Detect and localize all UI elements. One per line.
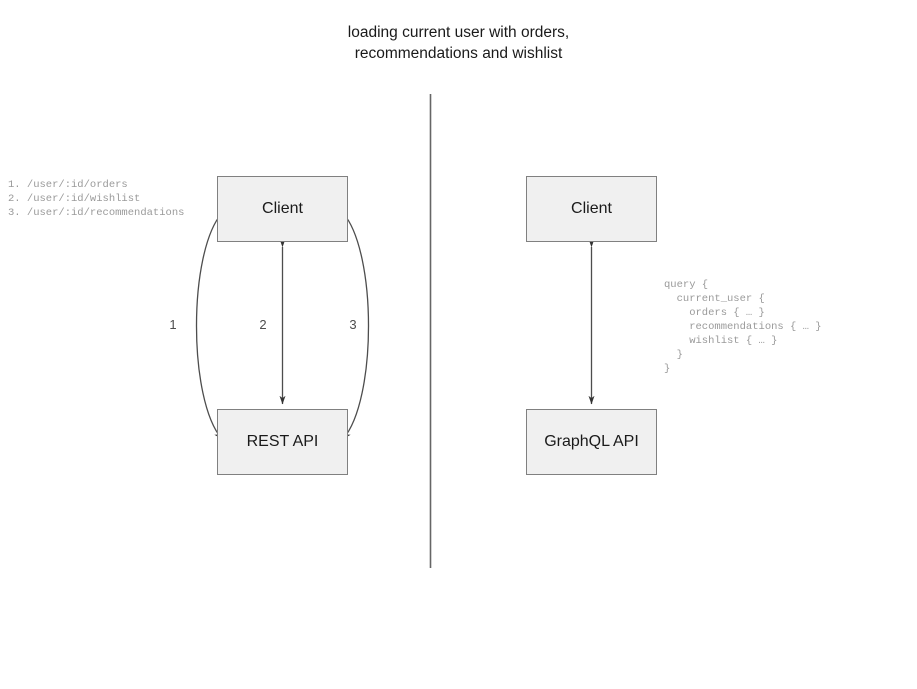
node-rest-api[interactable]: REST API (217, 409, 348, 475)
edge-label-3: 3 (349, 317, 357, 332)
node-graphql-client-label: Client (571, 200, 612, 217)
edge-label-2: 2 (259, 317, 267, 332)
node-graphql-api-label: GraphQL API (544, 433, 639, 450)
node-graphql-client[interactable]: Client (526, 176, 657, 242)
rest-endpoints-code: 1. /user/:id/orders 2. /user/:id/wishlis… (8, 179, 185, 219)
node-graphql-api[interactable]: GraphQL API (526, 409, 657, 475)
node-rest-client[interactable]: Client (217, 176, 348, 242)
node-rest-client-label: Client (262, 200, 303, 217)
node-rest-api-label: REST API (246, 433, 319, 450)
edge-label-1: 1 (169, 317, 177, 332)
graphql-query-code: query { current_user { orders { … } reco… (664, 279, 822, 375)
edge-rest-3 (335, 204, 370, 440)
page-title: loading current user with orders, recomm… (347, 24, 570, 62)
edge-rest-1 (195, 204, 230, 440)
